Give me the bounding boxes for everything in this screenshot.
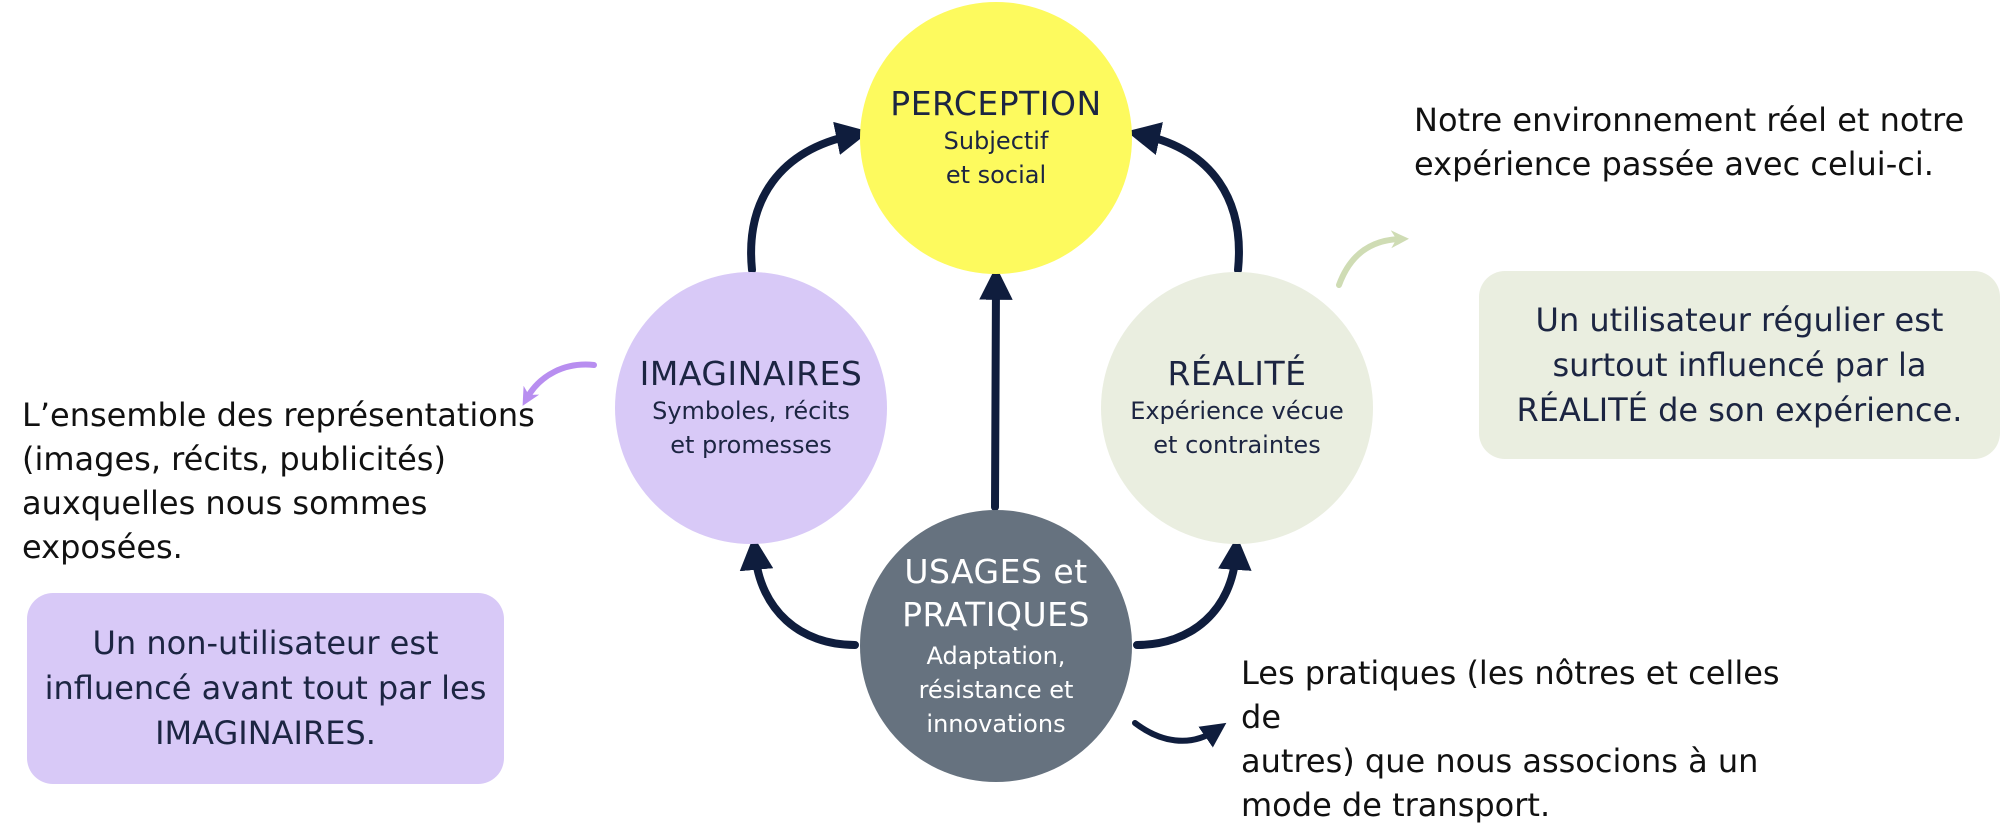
- imaginaires-title: IMAGINAIRES: [639, 354, 863, 394]
- non-user-callout: Un non-utilisateur est influencé avant t…: [27, 593, 504, 784]
- imaginaires-annotation: L’ensemble des représentations (images, …: [22, 396, 535, 566]
- arrow-usages-to-perception: [979, 266, 1013, 511]
- perception-circle: PERCEPTION Subjectif et social: [860, 2, 1132, 274]
- realite-circle: RÉALITÉ Expérience vécue et contraintes: [1101, 272, 1373, 544]
- perception-diagram: PERCEPTION Subjectif et social IMAGINAIR…: [22, 2, 2000, 824]
- usages-annotation: Les pratiques (les nôtres et celles de a…: [1241, 654, 1780, 824]
- imaginaires-circle: IMAGINAIRES Symboles, récits et promesse…: [615, 272, 887, 544]
- imaginaires-subtitle: Symboles, récits et promesses: [652, 396, 850, 459]
- realite-annotation: Notre environnement réel et notre expéri…: [1414, 101, 1965, 183]
- perception-title: PERCEPTION: [890, 84, 1102, 124]
- realite-title: RÉALITÉ: [1167, 354, 1307, 394]
- usages-title: USAGES et PRATIQUES: [902, 551, 1090, 634]
- arrow-imaginaires-to-perception: [747, 121, 870, 274]
- arrow-realite-to-perception: [1126, 122, 1243, 274]
- perception-subtitle: Subjectif et social: [943, 126, 1049, 189]
- connector-arrows: [522, 121, 1409, 748]
- arrow-imaginaires-annotation: [522, 361, 597, 406]
- arrow-usages-to-realite: [1133, 536, 1252, 649]
- usages-subtitle: Adaptation, résistance et innovations: [918, 641, 1074, 738]
- realite-subtitle: Expérience vécue et contraintes: [1130, 396, 1344, 459]
- arrow-usages-annotation: [1132, 720, 1227, 748]
- usages-circle: USAGES et PRATIQUES Adaptation, résistan…: [860, 510, 1132, 782]
- regular-user-callout: Un utilisateur régulier est surtout infl…: [1479, 271, 2000, 459]
- arrow-realite-annotation: [1336, 230, 1409, 288]
- arrow-usages-to-imaginaires: [739, 536, 859, 649]
